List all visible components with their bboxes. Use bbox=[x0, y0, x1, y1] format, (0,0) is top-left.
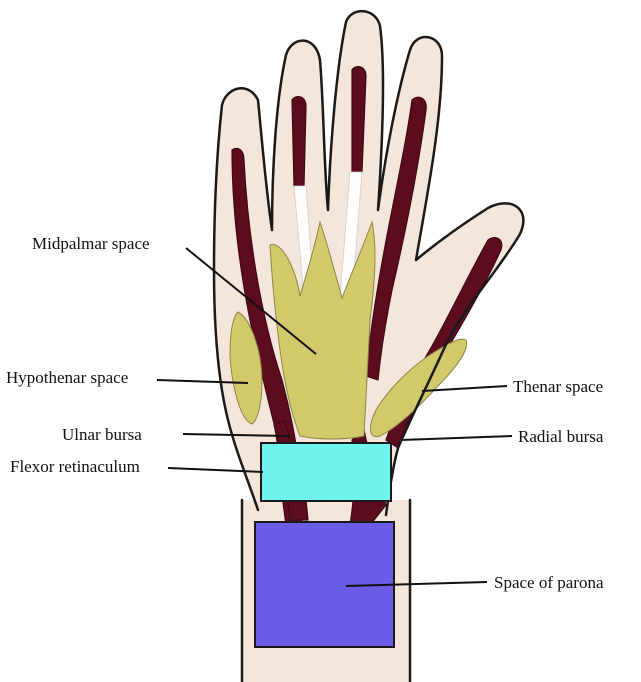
space-of-parona-label: Space of parona bbox=[494, 573, 604, 592]
flexor-retinaculum-shape bbox=[261, 443, 391, 501]
radial-bursa-label: Radial bursa bbox=[518, 427, 604, 446]
flexor-retinaculum-label: Flexor retinaculum bbox=[10, 457, 140, 476]
ulnar-bursa-label: Ulnar bursa bbox=[62, 425, 142, 444]
thenar-space-label: Thenar space bbox=[513, 377, 603, 396]
forearm-tendon-left bbox=[288, 500, 308, 520]
hypothenar-space-label: Hypothenar space bbox=[6, 368, 128, 387]
midpalmar-space-label: Midpalmar space bbox=[32, 234, 150, 253]
ring-finger-tendon bbox=[292, 97, 306, 186]
radial-bursa-leader bbox=[401, 436, 512, 440]
